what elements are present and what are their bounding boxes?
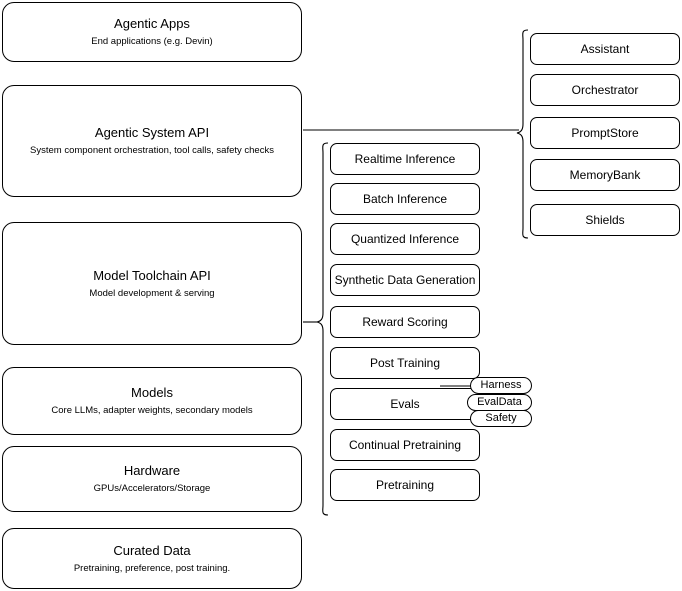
component-reward-scoring[interactable]: Reward Scoring <box>330 306 480 338</box>
brace-agentic-components <box>516 29 529 239</box>
layer-subtitle: Core LLMs, adapter weights, secondary mo… <box>51 405 253 416</box>
badge-harness[interactable]: Harness <box>470 377 532 394</box>
component-label: Assistant <box>580 41 630 56</box>
layer-models[interactable]: Models Core LLMs, adapter weights, secon… <box>2 367 302 435</box>
component-realtime-inference[interactable]: Realtime Inference <box>330 143 480 175</box>
layer-title: Curated Data <box>113 542 191 558</box>
badge-label: EvalData <box>477 396 522 408</box>
badge-safety[interactable]: Safety <box>470 410 532 427</box>
layer-subtitle: Pretraining, preference, post training. <box>73 562 231 574</box>
component-label: Reward Scoring <box>362 314 448 329</box>
layer-title: Model Toolchain API <box>93 267 211 283</box>
badge-eval-data[interactable]: EvalData <box>467 394 532 411</box>
layer-curated-data[interactable]: Curated Data Pretraining, preference, po… <box>2 528 302 589</box>
layer-subtitle: Model development & serving <box>89 287 215 299</box>
component-label: Evals <box>390 396 420 411</box>
layer-title: Hardware <box>123 463 181 478</box>
component-promptstore[interactable]: PromptStore <box>530 117 680 149</box>
component-label: PromptStore <box>571 125 639 140</box>
component-batch-inference[interactable]: Batch Inference <box>330 183 480 215</box>
layer-model-toolchain-api[interactable]: Model Toolchain API Model development & … <box>2 222 302 345</box>
component-label: MemoryBank <box>569 167 641 182</box>
layer-title: Agentic Apps <box>114 16 190 31</box>
component-pretraining[interactable]: Pretraining <box>330 469 480 501</box>
component-evals[interactable]: Evals <box>330 388 480 420</box>
component-synthetic-data-generation[interactable]: Synthetic Data Generation <box>330 264 480 296</box>
component-label: Orchestrator <box>571 82 639 97</box>
component-quantized-inference[interactable]: Quantized Inference <box>330 223 480 255</box>
layer-subtitle: GPUs/Accelerators/Storage <box>93 483 211 494</box>
component-continual-pretraining[interactable]: Continual Pretraining <box>330 429 480 461</box>
layer-hardware[interactable]: Hardware GPUs/Accelerators/Storage <box>2 446 302 512</box>
component-memorybank[interactable]: MemoryBank <box>530 159 680 191</box>
component-label: Quantized Inference <box>350 231 460 246</box>
component-label: Realtime Inference <box>354 151 456 166</box>
layer-agentic-apps[interactable]: Agentic Apps End applications (e.g. Devi… <box>2 2 302 62</box>
component-label: Batch Inference <box>362 191 448 206</box>
component-post-training[interactable]: Post Training <box>330 347 480 379</box>
layer-title: Agentic System API <box>94 125 210 140</box>
badge-label: Harness <box>480 379 522 391</box>
brace-toolchain-components <box>316 142 329 516</box>
component-assistant[interactable]: Assistant <box>530 33 680 65</box>
badge-label: Safety <box>485 412 517 424</box>
component-label: Pretraining <box>375 477 435 492</box>
layer-subtitle: System component orchestration, tool cal… <box>30 145 274 156</box>
component-label: Continual Pretraining <box>348 437 462 452</box>
component-label: Post Training <box>369 355 441 370</box>
component-orchestrator[interactable]: Orchestrator <box>530 74 680 106</box>
layer-agentic-system-api[interactable]: Agentic System API System component orch… <box>2 85 302 197</box>
component-label: Shields <box>585 212 625 227</box>
layer-subtitle: End applications (e.g. Devin) <box>91 36 213 47</box>
component-label: Synthetic Data Generation <box>334 272 476 287</box>
layer-title: Models <box>131 385 173 400</box>
component-shields[interactable]: Shields <box>530 204 680 236</box>
